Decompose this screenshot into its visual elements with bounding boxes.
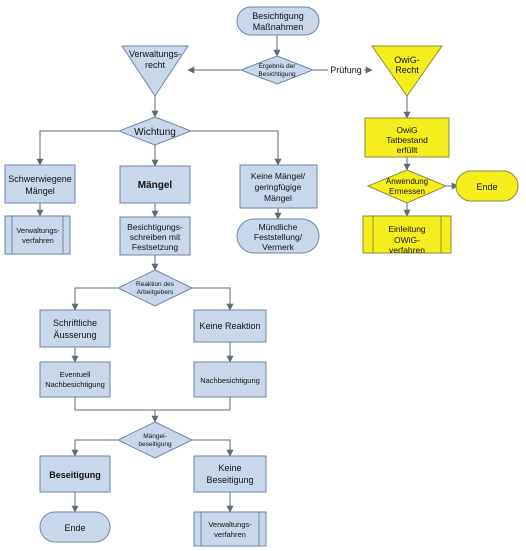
edge-reaktion-to-schriftliche <box>71 287 118 311</box>
owig-recht-line2: Recht <box>395 65 419 75</box>
edge-wichtung-to-keine-maengel <box>191 130 282 166</box>
edge-maengelbeseitigung-to-beseitigung <box>71 439 118 457</box>
muendliche-line1: Mündliche <box>259 222 298 232</box>
edges <box>36 35 459 513</box>
beseitigung-node[interactable]: Beseitigung <box>39 455 111 493</box>
beseitigung-label: Beseitigung <box>49 470 101 480</box>
schriftliche-aeusserung-node[interactable]: Schriftliche Äusserung <box>39 309 111 348</box>
verwaltungsverfahren-bottom-line1: Verwaltungs- <box>208 520 252 529</box>
decision-ergebnis-line1: Ergebnis der <box>259 63 297 70</box>
schriftliche-line1: Schriftliche <box>53 318 97 328</box>
owig-recht-node[interactable]: OwiG- Recht <box>371 45 443 97</box>
eventuell-line2: Nachbesichtigung <box>45 380 105 389</box>
keine-maengel-line3: Mängel <box>264 193 292 203</box>
verwaltungsrecht-node[interactable]: Verwaltungs- recht <box>121 45 189 97</box>
maengel-label: Mängel <box>138 180 173 191</box>
start-besichtigung-line1: Besichtigung <box>252 11 304 21</box>
ende-bottom-node[interactable]: Ende <box>39 511 111 543</box>
maengelbeseitigung-line2: beseitigung <box>138 441 172 448</box>
start-besichtigung-line2: Maßnahmen <box>253 22 304 32</box>
verwaltungsrecht-line1: Verwaltungs- <box>129 49 181 59</box>
owig-tatbestand-line2: Tatbestand <box>386 135 428 145</box>
anwendung-ermessen-node[interactable]: Anwendung Ermessen <box>366 169 448 204</box>
edge-eventuell-to-merge <box>74 397 155 411</box>
besichtigungsschreiben-line1: Besichtigungs- <box>127 222 183 232</box>
muendliche-feststellung-node[interactable]: Mündliche Feststellung/ Vermerk <box>236 218 320 254</box>
eventuell-nachbesichtigung-node[interactable]: Eventuell Nachbesichtigung <box>39 361 111 398</box>
verwaltungsrecht-line2: recht <box>145 60 166 70</box>
nachbesichtigung-label: Nachbesichtigung <box>200 376 260 385</box>
keine-beseitigung-line1: Keine <box>218 463 241 473</box>
maengelbeseitigung-node[interactable]: Mängel- beseitigung <box>116 421 194 459</box>
keine-reaktion-node[interactable]: Keine Reaktion <box>193 309 267 343</box>
verwaltungsverfahren-left-node[interactable]: Verwaltungs- verfahren <box>4 215 71 255</box>
verwaltungsverfahren-bottom-node[interactable]: Verwaltungs- verfahren <box>193 511 267 547</box>
schwerwiegende-maengel-node[interactable]: Schwerwiegene Mängel <box>4 164 76 204</box>
maengelbeseitigung-line1: Mängel- <box>143 433 166 440</box>
schwerwiegende-line1: Schwerwiegene <box>8 174 72 184</box>
muendliche-line2: Feststellung/ <box>254 232 303 242</box>
edge-maengelbeseitigung-to-keine-beseitigung <box>192 439 234 457</box>
keine-beseitigung-node[interactable]: Keine Beseitigung <box>193 455 267 493</box>
keine-maengel-node[interactable]: Keine Mängel/ geringfügige Mängel <box>239 164 318 209</box>
wichtung-node[interactable]: Wichtung <box>117 116 193 146</box>
pruefung-label-bg <box>328 64 364 76</box>
verwaltungsverfahren-left-line1: Verwaltungs- <box>16 226 60 235</box>
nachbesichtigung-node[interactable]: Nachbesichtigung <box>193 361 267 398</box>
edge-wichtung-to-schwerwiegende <box>36 130 119 166</box>
ende-right-label: Ende <box>476 182 497 192</box>
owig-tatbestand-line1: OwiG <box>396 125 417 135</box>
reaktion-line1: Reaktion des <box>136 281 175 288</box>
pruefung-label: Prüfung <box>330 65 362 75</box>
muendliche-line3: Vermerk <box>262 242 294 252</box>
einleitung-owig-line2: OWiG- <box>394 235 420 245</box>
einleitung-owig-node[interactable]: Einleitung OWiG- verfahren <box>362 215 452 255</box>
ende-right-node[interactable]: Ende <box>455 170 519 202</box>
schwerwiegende-line2: Mängel <box>25 186 55 196</box>
owig-tatbestand-node[interactable]: OwiG Tatbestand erfüllt <box>364 117 450 158</box>
keine-reaktion-label: Keine Reaktion <box>199 321 260 331</box>
verwaltungsverfahren-left-line2: verfahren <box>22 236 54 245</box>
reaktion-arbeitgeber-node[interactable]: Reaktion des Arbeitgebers <box>116 269 194 307</box>
anwendung-ermessen-line1: Anwendung <box>386 177 428 186</box>
verwaltungsverfahren-bottom-line2: verfahren <box>214 530 246 539</box>
einleitung-owig-line3: verfahren <box>389 245 425 255</box>
besichtigungsschreiben-node[interactable]: Besichtigungs- schreiben mit Festsetzung <box>119 216 191 256</box>
schriftliche-line2: Äusserung <box>53 330 96 340</box>
owig-tatbestand-line3: erfüllt <box>397 145 418 155</box>
keine-beseitigung-line2: Beseitigung <box>206 475 253 485</box>
edge-nachbesichtigung-to-merge <box>155 397 231 411</box>
einleitung-owig-line1: Einleitung <box>388 224 426 234</box>
decision-ergebnis-line2: Besichtigung <box>258 71 296 78</box>
keine-maengel-line2: geringfügige <box>255 182 302 192</box>
ende-bottom-label: Ende <box>64 523 85 533</box>
eventuell-line1: Eventuell <box>60 370 91 379</box>
besichtigungsschreiben-line3: Festsetzung <box>132 242 179 252</box>
decision-ergebnis-node[interactable]: Ergebnis der Besichtigung <box>239 55 315 85</box>
anwendung-ermessen-line2: Ermessen <box>389 187 425 196</box>
start-besichtigung-node[interactable]: Besichtigung Maßnahmen <box>236 6 320 36</box>
keine-maengel-line1: Keine Mängel/ <box>251 171 306 181</box>
wichtung-label: Wichtung <box>134 127 176 138</box>
edge-reaktion-to-keine-reaktion <box>192 287 234 311</box>
reaktion-line2: Arbeitgebers <box>137 289 175 296</box>
besichtigungsschreiben-line2: schreiben mit <box>130 232 181 242</box>
maengel-node[interactable]: Mängel <box>119 165 191 204</box>
owig-recht-line1: OwiG- <box>394 55 420 65</box>
